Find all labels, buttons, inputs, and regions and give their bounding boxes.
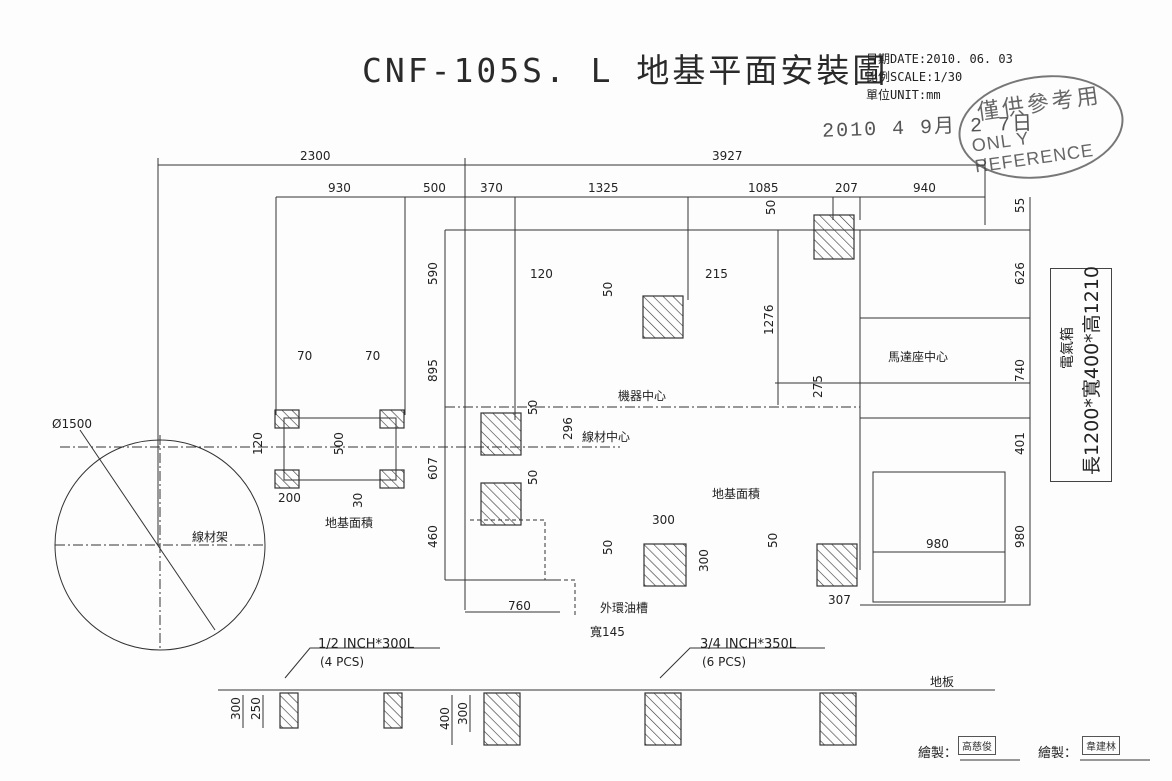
sec-pad-2 xyxy=(383,692,403,729)
info-unit: 單位UNIT:mm xyxy=(866,88,941,102)
dim-980-inner-text: 980 xyxy=(926,537,949,551)
check-signature: 韋建林 xyxy=(1082,736,1120,755)
label-foundation-area: 地基面積 xyxy=(325,515,373,530)
label-wire-rack: 線材架 xyxy=(192,529,228,544)
dim-296: 296 xyxy=(561,417,575,440)
pad-bottom-mid xyxy=(643,543,687,587)
sec-400: 400 xyxy=(438,707,452,730)
dim-200: 200 xyxy=(278,491,301,505)
pad-rack-2 xyxy=(379,409,405,429)
diameter-line xyxy=(79,429,216,631)
dim-50-e: 50 xyxy=(601,540,615,555)
pad-center-bottom xyxy=(480,482,522,526)
dim-500-b: 500 xyxy=(332,432,346,455)
pad-mid xyxy=(642,295,684,339)
sec-pad-3 xyxy=(483,692,521,746)
dim-401: 401 xyxy=(1013,432,1027,455)
dim-50-c: 50 xyxy=(526,400,540,415)
dim-70-b: 70 xyxy=(365,349,380,363)
dim-50-b: 50 xyxy=(764,200,778,215)
dim-3927: 3927 xyxy=(712,149,743,163)
dim-50-d: 50 xyxy=(526,470,540,485)
label-wire-center: 線材中心 xyxy=(582,429,630,444)
bolt-left-spec: 1/2 INCH*300L xyxy=(318,637,415,652)
sec-300: 300 xyxy=(229,697,243,720)
dim-120-b: 120 xyxy=(251,432,265,455)
pad-rack-3 xyxy=(274,469,300,489)
label-oil-trough: 外環油槽 xyxy=(600,601,648,615)
bolt-left-pcs: (4 PCS) xyxy=(320,655,364,669)
dim-50-f: 50 xyxy=(766,533,780,548)
dim-300-b: 300 xyxy=(697,549,711,572)
bolt-right-pcs: (6 PCS) xyxy=(702,655,746,669)
sec-pad-4 xyxy=(644,692,682,746)
dim-500: 500 xyxy=(423,181,446,195)
cabinet-footprint xyxy=(872,471,1006,603)
pad-rack-1 xyxy=(274,409,300,429)
dim-30: 30 xyxy=(351,493,365,508)
dim-50-a: 50 xyxy=(601,282,615,297)
dim-300-a: 300 xyxy=(652,513,675,527)
dim-980-right: 980 xyxy=(1013,525,1027,548)
pad-bottom-right xyxy=(816,543,858,587)
dim-740: 740 xyxy=(1013,359,1027,382)
bolt-leader-right xyxy=(659,647,825,679)
dim-1276: 1276 xyxy=(762,304,776,335)
dim-370: 370 xyxy=(480,181,503,195)
sec-pad-5 xyxy=(819,692,857,746)
sec-pad-1 xyxy=(279,692,299,729)
pad-rack-4 xyxy=(379,469,405,489)
bolt-right-spec: 3/4 INCH*350L xyxy=(700,637,797,652)
dim-760-text: 760 xyxy=(508,599,531,613)
dim-940: 940 xyxy=(913,181,936,195)
electric-cabinet-box: 電氣箱 長1200*寬400*高1210 xyxy=(1050,266,1112,482)
dim-145: 寬145 xyxy=(590,624,625,639)
sec-300-b: 300 xyxy=(456,702,470,725)
drawn-label: 繪製： xyxy=(918,746,958,761)
drawn-signature: 高慈俊 xyxy=(958,736,996,755)
info-date: 日期DATE:2010. 06. 03 xyxy=(866,52,1013,66)
sec-250: 250 xyxy=(249,697,263,720)
dim-307: 307 xyxy=(828,593,851,607)
check-label: 繪製： xyxy=(1038,746,1078,761)
label-motor-center: 馬達座中心 xyxy=(888,349,948,364)
drawing-title: CNF-105S. L 地基平面安裝圖 xyxy=(362,51,889,90)
dim-120: 120 xyxy=(530,267,553,281)
dim-207: 207 xyxy=(835,181,858,195)
dim-930: 930 xyxy=(328,181,351,195)
dim-1085: 1085 xyxy=(748,181,779,195)
pad-center-top xyxy=(480,412,522,456)
dim-2300: 2300 xyxy=(300,149,331,163)
dim-626: 626 xyxy=(1013,262,1027,285)
bolt-leader-left xyxy=(284,647,440,679)
dim-215: 215 xyxy=(705,267,728,281)
dim-70-a: 70 xyxy=(297,349,312,363)
label-floor: 地板 xyxy=(930,675,954,689)
dim-607: 607 xyxy=(426,457,440,480)
label-machine-center: 機器中心 xyxy=(618,388,666,403)
dim-275: 275 xyxy=(811,375,825,398)
dim-895: 895 xyxy=(426,359,440,382)
dim-590: 590 xyxy=(426,262,440,285)
info-scale: 比例SCALE:1/30 xyxy=(866,70,963,84)
rack-pad-frame xyxy=(283,417,397,481)
label-foundation-area-2: 地基面積 xyxy=(712,486,760,501)
dim-460: 460 xyxy=(426,525,440,548)
dim-55: 55 xyxy=(1013,198,1027,213)
pad-top-right xyxy=(813,214,855,260)
label-diameter: Ø1500 xyxy=(52,417,92,431)
dim-1325: 1325 xyxy=(588,181,619,195)
